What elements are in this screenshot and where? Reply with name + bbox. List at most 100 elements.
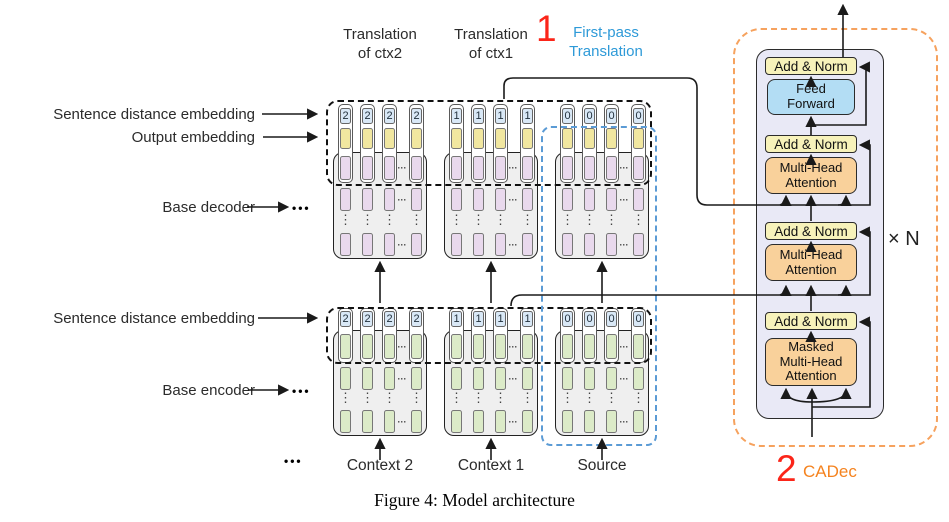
multi-head-attention-block-2: Multi-Head Attention xyxy=(765,244,857,281)
encoder-state-cell xyxy=(606,334,617,359)
encoder-state-cell xyxy=(562,334,573,359)
h-ellipsis: ··· xyxy=(619,239,629,250)
multi-head-attention-block-1: Multi-Head Attention xyxy=(765,157,857,194)
encoder-state-cell xyxy=(362,334,373,359)
v-ellipsis: ⋮ xyxy=(561,390,574,405)
encoder-state-cell xyxy=(473,334,484,359)
v-ellipsis: ⋮ xyxy=(339,212,352,227)
decoder-state-cell xyxy=(473,188,484,211)
h-ellipsis: ··· xyxy=(508,194,518,205)
distance-embedding-cell: 2 xyxy=(411,311,422,327)
output-embedding-cell xyxy=(362,128,373,149)
encoder-state-cell xyxy=(584,410,595,433)
label-sentence-distance-embedding-encoder: Sentence distance embedding xyxy=(53,310,255,327)
encoder-state-cell xyxy=(384,367,395,390)
decoder-state-cell xyxy=(362,156,373,180)
encoder-state-cell xyxy=(495,367,506,390)
output-embedding-cell xyxy=(411,128,422,149)
encoder-state-cell xyxy=(340,410,351,433)
label-context1: Context 1 xyxy=(457,457,525,474)
v-ellipsis: ⋮ xyxy=(494,212,507,227)
encoder-state-cell xyxy=(606,410,617,433)
label-sentence-distance-embedding-decoder: Sentence distance embedding xyxy=(53,106,255,123)
encoder-embeddings-dashed-box xyxy=(326,307,652,364)
add-norm-block-2: Add & Norm xyxy=(765,135,857,153)
encoder-state-cell xyxy=(584,334,595,359)
v-ellipsis: ⋮ xyxy=(494,390,507,405)
decoder-state-cell xyxy=(340,233,351,256)
first-pass-number: 1 xyxy=(536,8,557,49)
encoder-state-cell xyxy=(411,410,422,433)
decoder-row-ellipsis: ••• xyxy=(292,201,311,215)
figure-caption: Figure 4: Model architecture xyxy=(374,490,575,510)
decoder-state-cell xyxy=(473,233,484,256)
encoder-state-cell xyxy=(451,367,462,390)
encoder-state-cell xyxy=(606,367,617,390)
h-ellipsis: ··· xyxy=(397,341,407,352)
decoder-state-cell xyxy=(362,188,373,211)
encoder-state-cell xyxy=(633,367,644,390)
encoder-state-cell xyxy=(522,367,533,390)
encoder-state-cell xyxy=(384,410,395,433)
v-ellipsis: ⋮ xyxy=(472,212,485,227)
distance-embedding-cell: 1 xyxy=(495,311,506,327)
label-context2: Context 2 xyxy=(346,457,414,474)
decoder-state-cell xyxy=(362,233,373,256)
feed-forward-block: Feed Forward xyxy=(767,79,855,115)
encoder-state-cell xyxy=(340,334,351,359)
distance-embedding-cell: 2 xyxy=(362,108,373,124)
encoder-state-cell xyxy=(633,410,644,433)
h-ellipsis: ··· xyxy=(397,416,407,427)
decoder-state-cell xyxy=(411,156,422,180)
cadec-name-label: CADec xyxy=(803,462,857,481)
encoder-state-cell xyxy=(495,334,506,359)
v-ellipsis: ⋮ xyxy=(521,390,534,405)
decoder-state-cell xyxy=(340,156,351,180)
distance-embedding-cell: 1 xyxy=(522,311,533,327)
distance-embedding-cell: 2 xyxy=(340,311,351,327)
decoder-state-cell xyxy=(451,233,462,256)
output-embedding-cell xyxy=(384,128,395,149)
distance-embedding-cell: 1 xyxy=(451,311,462,327)
encoder-state-cell xyxy=(473,367,484,390)
label-base-decoder: Base decoder xyxy=(162,199,255,216)
encoder-state-cell xyxy=(633,334,644,359)
distance-embedding-cell: 2 xyxy=(340,108,351,124)
encoder-state-cell xyxy=(411,367,422,390)
distance-embedding-cell: 2 xyxy=(362,311,373,327)
v-ellipsis: ⋮ xyxy=(605,212,618,227)
add-norm-block-1: Add & Norm xyxy=(765,57,857,75)
decoder-state-cell xyxy=(411,233,422,256)
bottom-ellipsis: ••• xyxy=(284,454,303,468)
decoder-state-cell xyxy=(384,233,395,256)
v-ellipsis: ⋮ xyxy=(472,390,485,405)
encoder-state-cell xyxy=(495,410,506,433)
label-output-embedding: Output embedding xyxy=(131,129,255,146)
encoder-state-cell xyxy=(522,334,533,359)
decoder-state-cell xyxy=(606,233,617,256)
first-pass-translation-dashed-box xyxy=(541,126,657,446)
h-ellipsis: ··· xyxy=(508,239,518,250)
v-ellipsis: ⋮ xyxy=(632,390,645,405)
v-ellipsis: ⋮ xyxy=(383,390,396,405)
v-ellipsis: ⋮ xyxy=(583,390,596,405)
encoder-state-cell xyxy=(562,410,573,433)
encoder-row-ellipsis: ••• xyxy=(292,384,311,398)
decoder-state-cell xyxy=(495,233,506,256)
add-norm-block-3: Add & Norm xyxy=(765,222,857,240)
encoder-state-cell xyxy=(384,334,395,359)
h-ellipsis: ··· xyxy=(397,194,407,205)
encoder-state-cell xyxy=(362,410,373,433)
h-ellipsis: ··· xyxy=(397,163,407,173)
h-ellipsis: ··· xyxy=(508,416,518,427)
decoder-state-cell xyxy=(562,233,573,256)
encoder-state-cell xyxy=(522,410,533,433)
decoder-state-cell xyxy=(340,188,351,211)
distance-embedding-cell: 0 xyxy=(562,311,573,327)
encoder-state-cell xyxy=(473,410,484,433)
label-translation-ctx1: Translation of ctx1 xyxy=(454,26,528,62)
distance-embedding-cell: 0 xyxy=(606,311,617,327)
h-ellipsis: ··· xyxy=(397,373,407,384)
output-embedding-cell xyxy=(473,128,484,149)
cadec-number: 2 xyxy=(776,448,797,489)
